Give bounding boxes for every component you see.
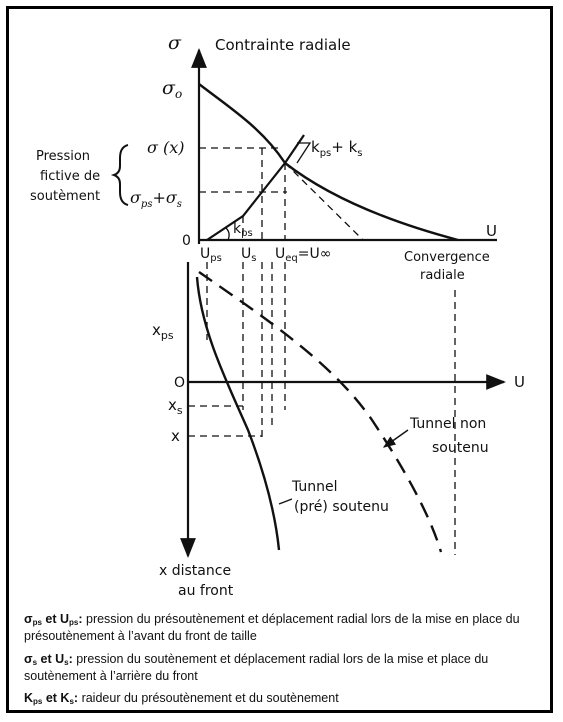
ground-reaction-curve [198,83,459,242]
label-origin-top: 0 [182,233,191,249]
top-dashed-guides [199,147,364,241]
label-convergence: Convergence [404,250,490,265]
label-soutement: soutèment [30,189,100,204]
legend-sym: σ [24,652,33,666]
label-fictive-de: fictive de [40,169,100,184]
label-origin-bottom: O [174,375,185,391]
pressure-brace [110,144,129,206]
label-x-ps: xps [152,321,174,342]
curve-tunnel-unsupported [198,271,443,553]
label-pre-soutenu: (pré) soutenu [294,499,389,515]
label-kps: kps [233,221,253,239]
curve-tunnel-supported [195,276,281,551]
legend-text: pression du présoutènement et déplacemen… [24,612,520,643]
bottom-chart [180,262,506,558]
top-chart [191,48,497,244]
label-x-distance: x distance [159,563,231,579]
angle-arc-kps [225,227,230,241]
legend-text: raideur du présoutènement et du soutènem… [78,691,339,705]
leader-tunnel-supported [278,498,293,505]
label-u-ps: Ups [200,246,222,264]
label-tunnel-non-soutenu: soutenu [432,440,489,456]
label-tunnel-supported: Tunnel [291,479,338,495]
label-kps-plus-ks: kps+ ks [311,138,363,159]
label-sigma-x: σ (x) [147,138,185,157]
angle-hint-ksum [296,142,312,164]
legend-sym: K [24,691,34,705]
label-pression: Pression [36,149,90,164]
label-u-axis-bottom: U [514,373,525,391]
label-sigma0: σo [162,77,182,101]
legend-text: pression du soutènement et déplacement r… [24,652,489,683]
label-tunnel-non: Tunnel non [409,416,486,432]
label-u-axis-top: U [486,222,497,240]
leader-tunnel-unsupported [382,429,409,448]
label-contrainte-radiale: Contrainte radiale [215,36,351,54]
legend-item-k: Kps et Ks: raideur du présoutènement et … [24,691,339,706]
legend-item-sigma-s: σs et Us: pression du soutènement et dép… [24,652,489,683]
label-au-front: au front [178,583,234,599]
figure-frame [6,6,553,713]
label-radiale: radiale [420,268,465,283]
label-x-s: xs [168,396,183,417]
legend-item-sigma-ps: σps et Ups: pression du présoutènement e… [24,612,520,643]
label-sigma-ps-plus-sigma-s: σps+σs [130,188,182,210]
bottom-dashed-guides [188,262,456,555]
support-line-kps [206,134,305,241]
label-u-eq: Ueq=U∞ [275,246,331,264]
label-x: x [171,427,180,445]
label-sigma-axis: σ [168,32,182,54]
label-u-s: Us [241,246,256,264]
legend-sym: σ [24,612,33,626]
